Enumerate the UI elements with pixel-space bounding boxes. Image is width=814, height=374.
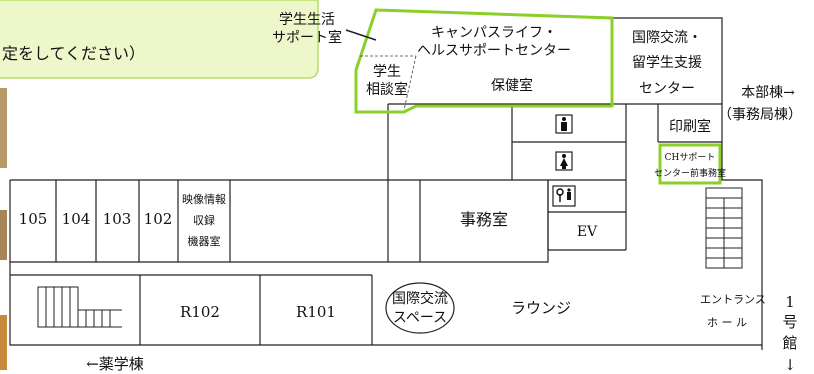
building1-label-4: ↓	[784, 356, 797, 374]
building1-label-1: 1	[785, 293, 795, 311]
photo-strip-top	[0, 88, 7, 168]
photo-strip-middle	[0, 210, 7, 260]
room-105-label: 105	[19, 210, 48, 228]
staircase-left	[37, 286, 122, 328]
room-R101-label: R101	[296, 303, 336, 321]
building1-label-3: 館	[782, 334, 797, 352]
room-104-label: 104	[62, 210, 91, 228]
international-center-label-2: 留学生支援	[632, 55, 702, 71]
entrance-hall-label-1: エントランス	[700, 293, 766, 306]
intl-space: 国際交流 スペース	[385, 282, 455, 334]
entrance-hall-label-2: ホ ー ル	[707, 316, 747, 329]
room-R102-label: R102	[180, 303, 220, 321]
student-life-label-2: サポート室	[272, 29, 342, 46]
intl-space-label-2: スペース	[393, 310, 447, 326]
building-outline	[9, 17, 763, 350]
main-building-label-2: （事務局棟）	[718, 107, 802, 123]
health-room-label: 保健室	[491, 77, 533, 94]
male-restroom-icon	[555, 114, 573, 134]
media-storage-label-3: 機器室	[188, 234, 221, 248]
notice-box: 定をしてください）	[0, 0, 319, 79]
photo-strip-bottom	[0, 315, 7, 370]
media-storage-label-2: 収録	[193, 213, 215, 227]
international-center-label-3: センター	[639, 81, 695, 97]
female-restroom-icon	[555, 151, 573, 171]
international-center-label-1: 国際交流・	[632, 29, 702, 46]
campus-life-label-1: キャンパスライフ・	[431, 25, 557, 41]
consult-divider	[403, 55, 417, 111]
campus-life-highlight	[354, 8, 614, 114]
notice-text: 定をしてください）	[2, 44, 145, 63]
building1-label-2: 号	[782, 313, 797, 331]
student-consult-label-1: 学生	[373, 64, 401, 80]
campus-life-label-2: ヘルスサポートセンター	[417, 43, 571, 59]
media-storage-label-1: 映像情報	[182, 193, 226, 206]
lounge-label: ラウンジ	[511, 299, 571, 317]
ch-support-highlight	[658, 143, 722, 185]
main-building-label-1: 本部棟→	[741, 85, 795, 101]
ch-support-label-1: CHサポート	[665, 152, 716, 163]
print-room-label: 印刷室	[669, 118, 711, 135]
accessible-restroom-icon	[552, 185, 576, 207]
room-102-label: 102	[144, 210, 173, 228]
intl-space-label-1: 国際交流	[392, 290, 448, 307]
ev-label: EV	[577, 224, 598, 240]
pointer-line	[345, 29, 377, 41]
staircase-right	[705, 187, 743, 269]
student-life-label-1: 学生生活	[279, 12, 335, 28]
room-103-label: 103	[103, 210, 132, 228]
student-consult-label-2: 相談室	[366, 81, 408, 98]
ch-support-label-2: センター前事務室	[654, 167, 726, 179]
office-label: 事務室	[460, 210, 508, 229]
pharmacy-building-label: ←薬学棟	[86, 355, 144, 373]
highlighted-rooms	[354, 8, 722, 185]
